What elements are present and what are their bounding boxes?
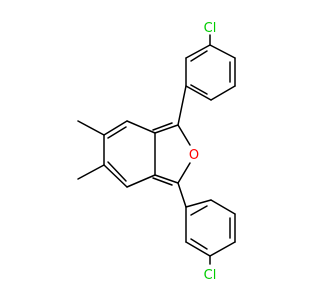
bond-furan-bottom-ring [177,182,187,208]
oxygen-label: O [189,148,199,163]
methyl-bottom [77,164,105,180]
chlorine-bottom-label: Cl [204,268,217,283]
molecule-canvas: Cl O Cl [77,21,236,283]
bond-top-ring-furan [177,85,187,126]
top-chlorophenyl-ring [185,44,236,101]
methyl-top [77,120,105,136]
chlorine-top-label: Cl [204,21,217,36]
molecule-structure: Cl O Cl [77,21,236,283]
bottom-chlorophenyl-ring [185,199,236,257]
furan-ring [152,122,191,186]
bond-skeleton [77,34,236,265]
benzo-ring [103,120,156,188]
